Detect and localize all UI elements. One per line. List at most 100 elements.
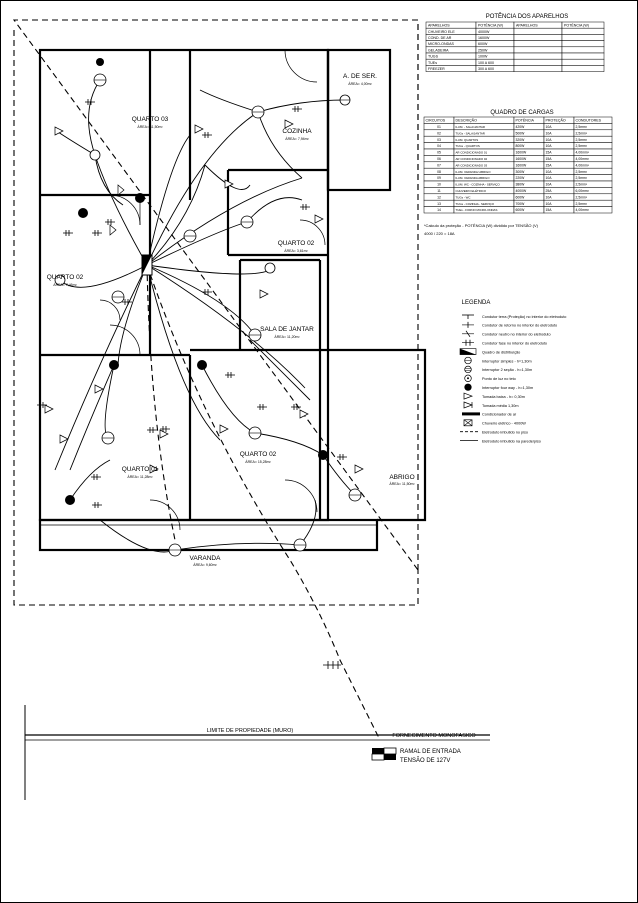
table-cell-text: 10A xyxy=(546,125,553,129)
table-cell-text: AR CONDICIONADO 03 xyxy=(456,163,488,167)
table-header-text: DESCRIÇÃO xyxy=(456,118,478,123)
legend-item-label: Quadro de distribuição xyxy=(482,350,520,354)
table-cell-text: TUGS xyxy=(428,55,439,59)
load-table: QUADRO DE CARGAS *Calculo da proteção - … xyxy=(423,110,613,236)
legend-symbol xyxy=(463,392,473,400)
table-cell xyxy=(513,40,563,48)
light-point xyxy=(339,94,351,106)
legend-symbol xyxy=(464,374,472,382)
room-area: ÁREA= 15,28m² xyxy=(245,460,271,464)
table-cell-text: 15A xyxy=(546,151,553,155)
table-cell-text: TUGs - COZINHA - SERVIÇO xyxy=(456,202,495,206)
service-entry-label: RAMAL DE ENTRADA xyxy=(400,749,461,755)
room-area: ÁREA= 11,28m² xyxy=(127,475,153,479)
table-cell xyxy=(561,46,605,54)
legend-item-label: Tomada baixa - h= 0,30m xyxy=(482,395,525,399)
table-cell xyxy=(513,34,563,41)
table-cell-text: 10A xyxy=(546,170,553,174)
table-cell-text: AR CONDICIONADO 01 xyxy=(456,151,488,155)
table-cell-text: 2,5mm² xyxy=(576,195,588,199)
table-cell-text: 2,5mm² xyxy=(576,170,588,174)
table-cell-text: FREEZER xyxy=(428,67,445,71)
legend: LEGENDA Condutor terra (Proteção) no int… xyxy=(459,300,566,443)
table-cell-text: 10A xyxy=(546,144,553,148)
table-cell-text: GELADEIRA xyxy=(428,48,449,52)
load-table-title: QUADRO DE CARGAS xyxy=(490,110,553,116)
table-cell xyxy=(561,58,605,66)
table-header-text: PROTEÇÃO xyxy=(546,118,566,123)
wiring-runs xyxy=(54,79,356,553)
service-voltage-label: TENSÃO DE 127V xyxy=(400,757,450,764)
table-cell-text: 2,5mm² xyxy=(576,131,588,135)
table-cell xyxy=(561,34,605,41)
table-cell xyxy=(513,46,563,54)
legend-item-label: Interruptor 2 seção - h=1,30m xyxy=(482,368,532,372)
floor-plan-walls xyxy=(38,48,427,552)
distribution-board xyxy=(141,254,153,276)
legend-symbol xyxy=(462,314,474,319)
legend-title: LEGENDA xyxy=(462,300,491,306)
legend-item-label: Condicionador de ar xyxy=(482,413,517,417)
table-cell-text: 2,5mm² xyxy=(576,202,588,206)
legend-item-label: Interruptor simples - h=1,30m xyxy=(482,359,532,363)
outlet-ticks xyxy=(37,99,347,508)
property-limit-label: LIMITE DE PROPIEDADE (MURO) xyxy=(207,728,294,734)
table-cell-text: MICRO-ONDAS xyxy=(428,42,455,46)
table-cell-text: TUGs - WC xyxy=(456,195,471,199)
light-point xyxy=(54,274,66,286)
legend-item-label: Ponto de luz no teto xyxy=(482,377,516,381)
table-cell-text: 15A xyxy=(546,163,553,167)
room-area: ÁREA= 11,50m² xyxy=(137,125,163,129)
table-cell xyxy=(561,27,605,35)
legend-symbol xyxy=(459,348,477,355)
table-cell-text: 4,00mm² xyxy=(576,157,590,161)
legend-item-label: Condutor de retorno no interior do eletr… xyxy=(482,324,557,328)
room-area: ÁREA= 11,50m² xyxy=(389,482,415,486)
table-cell-text: 12 xyxy=(437,195,441,199)
table-header-text: POTÊNCIA (W) xyxy=(478,23,503,28)
light-point xyxy=(111,290,125,304)
table-cell-text: 4000W xyxy=(478,30,490,34)
table-cell xyxy=(561,40,605,48)
room-area: ÁREA= 7,46m² xyxy=(53,283,77,287)
legend-item-label: Condutor neutro no interior do eletrodut… xyxy=(482,333,551,337)
table-cell-text: 6,00mm² xyxy=(576,189,590,193)
light-point xyxy=(248,426,262,440)
light-point xyxy=(251,105,265,119)
room-name: QUARTO 02 xyxy=(240,451,277,458)
light-point xyxy=(264,262,276,274)
room-name: QUARTO 01 xyxy=(122,466,159,473)
table-cell-text: CHUVEIRO ELÉTRICO xyxy=(456,188,487,193)
table-cell-text: 05 xyxy=(437,151,441,155)
room-name: COZINHA xyxy=(282,128,312,135)
table-cell-text: ILUM. WC - COZINHA - SERVIÇO xyxy=(456,183,501,187)
table-cell xyxy=(561,65,605,72)
table-cell-text: 600W xyxy=(516,195,526,199)
table-cell-text: 320W xyxy=(516,138,526,142)
legend-symbol xyxy=(464,356,472,365)
table-cell-text: 500W xyxy=(516,131,526,135)
outlet-markers xyxy=(44,119,364,474)
legend-symbol xyxy=(462,330,474,338)
light-point xyxy=(183,229,197,243)
room-name: VARANDA xyxy=(190,555,222,562)
legend-symbol xyxy=(464,365,472,374)
table-cell-text: 100W xyxy=(478,55,488,59)
table-cell-text: 380W xyxy=(516,183,526,187)
table-cell-text: 15A xyxy=(546,157,553,161)
legend-item-label: Eletroduto imbutido no piso xyxy=(482,431,528,435)
table-header-text: CIRCUITOS xyxy=(426,119,446,123)
legend-item-label: Condutor fase no interior do eletroduto xyxy=(482,342,547,346)
door-swings xyxy=(99,49,326,531)
table-cell-text: 1600W xyxy=(516,163,528,167)
table-cell-text: 800W xyxy=(516,144,526,148)
room-labels: QUARTO 03 ÁREA= 11,50m² COZINHA ÁREA= 7,… xyxy=(47,73,416,567)
table-cell-text: 2,5mm² xyxy=(576,125,588,129)
table-cell-text: 4,00mm² xyxy=(576,151,590,155)
legend-item-label: Condutor terra (Proteção) no interior do… xyxy=(482,315,566,319)
light-point xyxy=(293,538,307,552)
light-point xyxy=(240,215,254,229)
legend-item-label: Tomada média 1,30m xyxy=(482,404,519,408)
